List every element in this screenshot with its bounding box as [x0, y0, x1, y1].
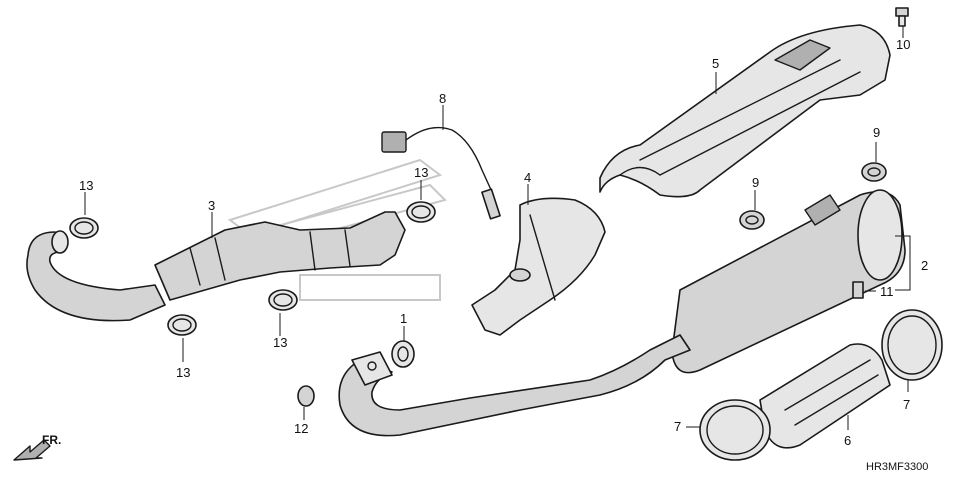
muffler-protector[interactable]: [759, 343, 891, 449]
callout-4: 4: [524, 170, 531, 185]
band-7-b[interactable]: [881, 309, 943, 381]
grommet-9-a[interactable]: [739, 210, 765, 230]
nut-12[interactable]: [297, 385, 315, 407]
callout-13-a: 13: [79, 178, 93, 193]
clamp-13-b[interactable]: [167, 314, 197, 336]
leader-lines: [84, 26, 911, 430]
bolt-11[interactable]: [852, 281, 864, 299]
callout-7-a: 7: [674, 419, 681, 434]
catalytic-pipe[interactable]: [154, 211, 406, 301]
heat-shield-top[interactable]: [599, 24, 891, 198]
bolt-10[interactable]: [895, 7, 909, 27]
callout-7-b: 7: [903, 397, 910, 412]
callout-1: 1: [400, 311, 407, 326]
muffler[interactable]: [671, 189, 906, 374]
callout-9-a: 9: [752, 175, 759, 190]
oxygen-sensor[interactable]: [381, 126, 501, 220]
callout-5: 5: [712, 56, 719, 71]
band-7-a[interactable]: [699, 399, 771, 461]
diagram-code: HR3MF3300: [866, 461, 928, 473]
clamp-13-c[interactable]: [268, 289, 298, 311]
callout-10: 10: [896, 37, 910, 52]
heat-shield-pipe[interactable]: [471, 197, 606, 336]
callout-2: 2: [921, 258, 928, 273]
clamp-13-d[interactable]: [406, 201, 436, 223]
grommet-9-b[interactable]: [861, 162, 887, 182]
gasket-1[interactable]: [391, 340, 415, 368]
callout-8: 8: [439, 91, 446, 106]
front-direction-arrow: FR.: [13, 433, 61, 461]
callout-3: 3: [208, 198, 215, 213]
callout-6: 6: [844, 433, 851, 448]
callout-labels: 13 3 13 13 13 8 4 5 10 9 9 2 11 1 12 6 7…: [79, 37, 928, 448]
direction-label: FR.: [42, 433, 61, 447]
clamp-13-a[interactable]: [69, 217, 99, 239]
callout-9-b: 9: [873, 125, 880, 140]
callout-11: 11: [880, 284, 894, 299]
front-bent-pipe[interactable]: [26, 230, 166, 322]
callout-13-b: 13: [176, 365, 190, 380]
callout-13-c: 13: [273, 335, 287, 350]
exhaust-pipe[interactable]: [338, 334, 691, 437]
callout-13-d: 13: [414, 165, 428, 180]
callout-12: 12: [294, 421, 308, 436]
